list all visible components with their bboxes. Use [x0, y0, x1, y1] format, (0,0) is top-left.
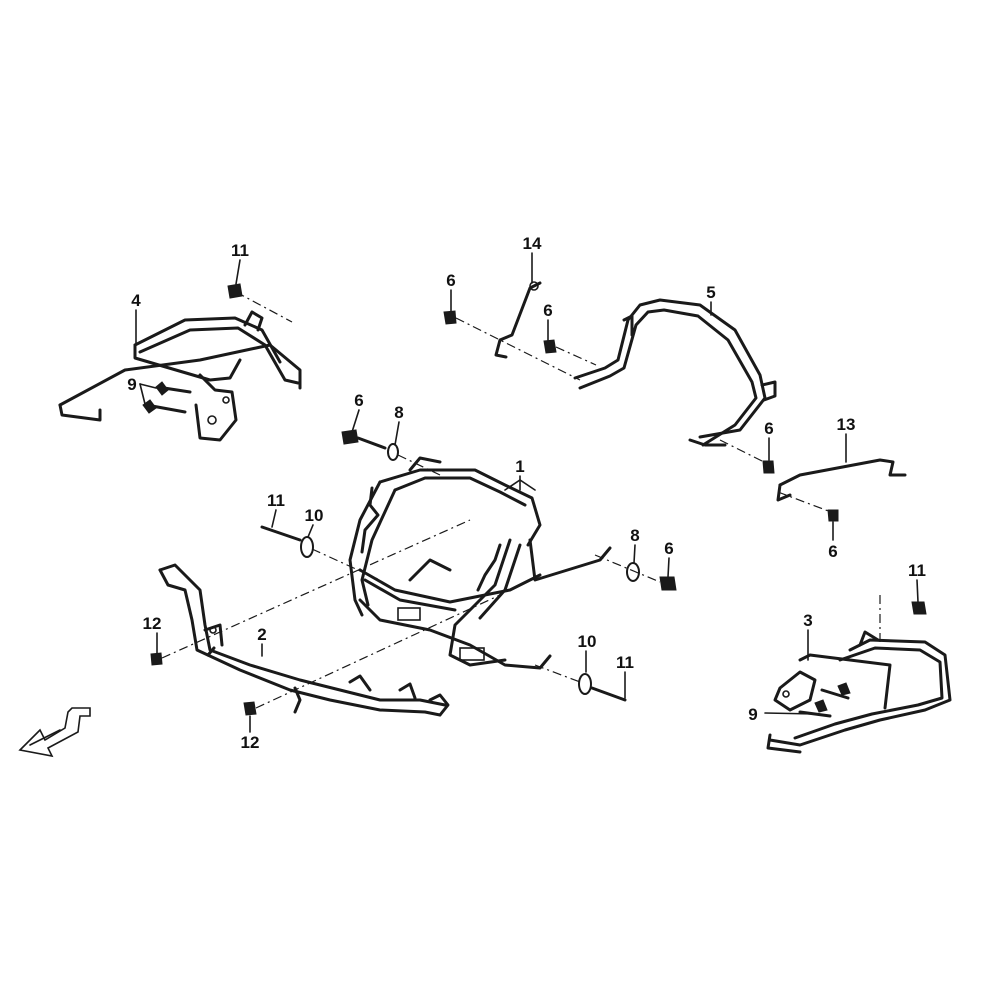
- fasteners-8-6-right: [594, 554, 677, 591]
- part-1-main-frame: [348, 456, 612, 670]
- callout-6-right-upper: 6: [764, 419, 773, 438]
- callout-11-mid-left: 11: [267, 491, 285, 510]
- callout-8-mid: 8: [394, 403, 403, 422]
- callout-5: 5: [706, 283, 715, 302]
- part-14-small-bracket: [494, 281, 542, 359]
- part-2-lower-bracket: [158, 563, 450, 717]
- part-4-left-carrier-bracket: [58, 310, 302, 442]
- fasteners-11-10-left: [260, 525, 381, 581]
- part-13-support-bar: [776, 458, 907, 502]
- callout-4: 4: [131, 291, 141, 310]
- callout-6-top-mid: 6: [543, 301, 552, 320]
- bolts-12: [150, 519, 501, 716]
- callout-12-left: 12: [143, 614, 162, 633]
- callout-14: 14: [523, 234, 542, 253]
- callout-8-right: 8: [630, 526, 639, 545]
- bolts-6-upper: [443, 310, 839, 522]
- callout-13: 13: [837, 415, 856, 434]
- bolts-9-left: [142, 381, 192, 414]
- callout-6-mid: 6: [354, 391, 363, 410]
- callout-labels: 11 4 9 14 6 6 5 6 8 1 6 13 6 11 10 8 6 2…: [127, 234, 926, 752]
- callout-9-left: 9: [127, 375, 136, 394]
- part-3-right-carrier-bracket: [766, 595, 952, 754]
- callout-11-lower: 11: [616, 653, 634, 672]
- bolt-11-right: [911, 601, 927, 615]
- bolts-9-right: [798, 682, 851, 718]
- callout-9-right: 9: [748, 705, 757, 724]
- callout-10-mid-left: 10: [305, 506, 324, 525]
- callout-6-right-lower: 6: [828, 542, 837, 561]
- callout-11-right: 11: [908, 561, 926, 580]
- front-direction-arrow-icon: [18, 707, 91, 758]
- callout-1: 1: [515, 457, 524, 476]
- fasteners-6-8-mid: [341, 429, 441, 476]
- callout-12-bottom: 12: [241, 733, 260, 752]
- callout-11-top-left: 11: [231, 241, 249, 260]
- callout-10-lower: 10: [578, 632, 597, 651]
- fasteners-10-11-lower: [534, 664, 627, 702]
- callout-3: 3: [803, 611, 812, 630]
- leader-lines: [135, 252, 919, 733]
- callout-6-top-left: 6: [446, 271, 455, 290]
- callout-2: 2: [257, 625, 266, 644]
- part-5-grab-bar: [573, 298, 777, 447]
- callout-6-right-mid: 6: [664, 539, 673, 558]
